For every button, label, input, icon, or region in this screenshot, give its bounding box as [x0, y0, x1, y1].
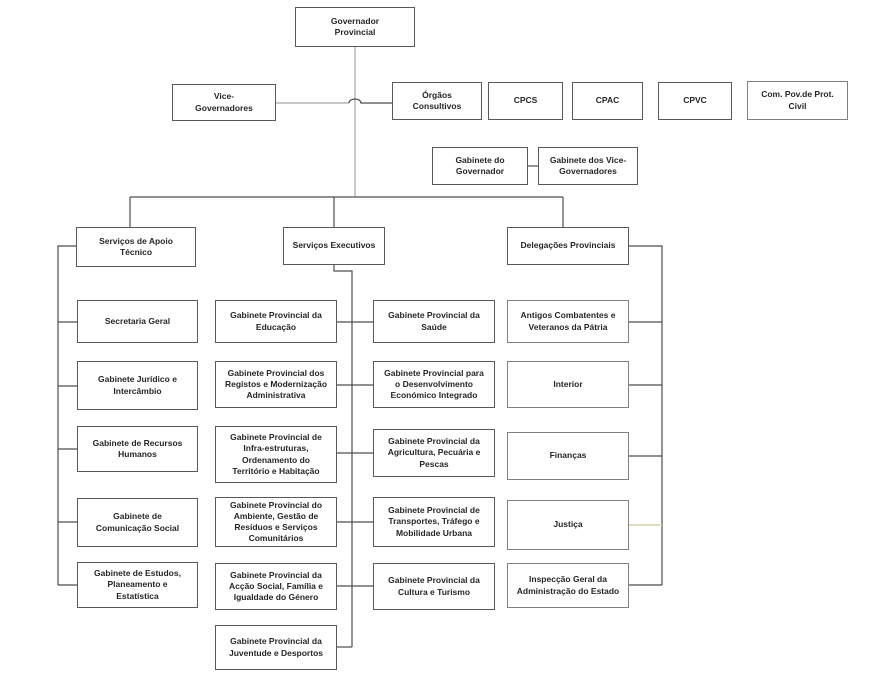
connector-spine-delegacoes [629, 245, 663, 585]
node-cpcs: CPCS [488, 82, 563, 120]
node-saude: Gabinete Provincial da Saúde [373, 300, 495, 343]
node-financas: Finanças [507, 432, 629, 480]
node-cpvc: CPVC [658, 82, 732, 120]
node-registos: Gabinete Provincial dos Registos e Moder… [215, 361, 337, 408]
node-gabinete-juridico: Gabinete Jurídico e Intercâmbio [77, 361, 198, 410]
node-desenvolvimento: Gabinete Provincial para o Desenvolvimen… [373, 361, 495, 408]
node-interior: Interior [507, 361, 629, 408]
node-infra-estruturas: Gabinete Provincial de Infra-estruturas,… [215, 426, 337, 483]
node-juventude: Gabinete Provincial da Juventude e Despo… [215, 625, 337, 670]
node-comunicacao-social: Gabinete de Comunicação Social [77, 498, 198, 547]
node-justica: Justiça [507, 500, 629, 550]
node-estudos-planeamento: Gabinete de Estudos, Planeamento e Estat… [77, 562, 198, 608]
node-gabinete-vice-governadores: Gabinete dos Vice- Governadores [538, 147, 638, 185]
connector-orgaos [348, 98, 392, 104]
node-gabinete-governador: Gabinete do Governador [432, 147, 528, 185]
node-agricultura: Gabinete Provincial da Agricultura, Pecu… [373, 429, 495, 477]
node-antigos-combatentes: Antigos Combatentes e Veteranos da Pátri… [507, 300, 629, 343]
node-vice-governadores: Vice- Governadores [172, 84, 276, 121]
node-servicos-executivos: Serviços Executivos [283, 227, 385, 265]
node-orgaos-consultivos: Órgãos Consultivos [392, 82, 482, 120]
node-ambiente: Gabinete Provincial do Ambiente, Gestão … [215, 497, 337, 547]
node-secretaria-geral: Secretaria Geral [77, 300, 198, 343]
node-educacao: Gabinete Provincial da Educação [215, 300, 337, 343]
node-delegacoes-provinciais: Delegações Provinciais [507, 227, 629, 265]
node-accao-social: Gabinete Provincial da Acção Social, Fam… [215, 563, 337, 610]
node-recursos-humanos: Gabinete de Recursos Humanos [77, 426, 198, 472]
node-inspeccao-geral: Inspecção Geral da Administração do Esta… [507, 563, 629, 608]
node-transportes: Gabinete Provincial de Transportes, Tráf… [373, 497, 495, 547]
node-servicos-apoio-tecnico: Serviços de Apoio Técnico [76, 227, 196, 267]
node-cultura: Gabinete Provincial da Cultura e Turismo [373, 563, 495, 610]
connector-spine-apoio [57, 245, 76, 585]
node-governador-provincial: Governador Provincial [295, 7, 415, 47]
node-com-pov-prot-civil: Com. Pov.de Prot. Civil [747, 81, 848, 120]
node-cpac: CPAC [572, 82, 643, 120]
